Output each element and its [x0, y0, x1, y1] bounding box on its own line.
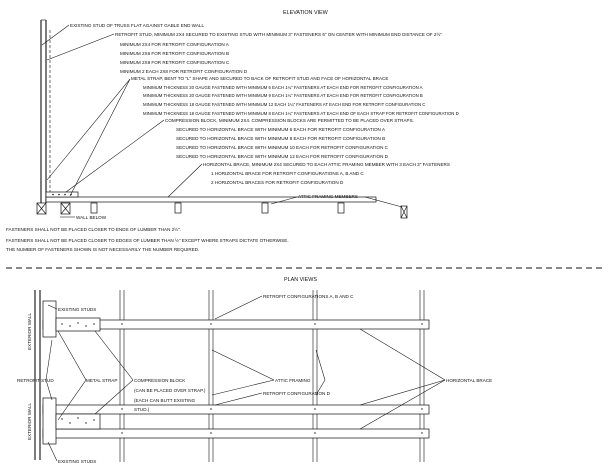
- elevation-title: ELEVATION VIEW: [283, 10, 329, 16]
- plan-compression-note-1: (CAN BE PLACED OVER STRAP.): [134, 388, 206, 393]
- plan-config-d: RETROFIT CONFIGURATION D: [263, 391, 331, 396]
- callout-brace-abc: 1 HORIZONTAL BRACE FOR RETROFIT CONFIGUR…: [211, 171, 364, 176]
- plan-brace-d-2: [42, 428, 430, 439]
- callout-strap-b: MINIMUM THICKNESS 20 GAUGE FASTENED WITH…: [143, 93, 423, 98]
- callout-stud-d: MINIMUM 2 EACH 2X8 FOR RETROFIT CONFIGUR…: [120, 69, 248, 74]
- plan-compression-note-2: (EACH CAN BUTT EXISTING: [134, 398, 196, 403]
- attic-member-3: [261, 202, 269, 214]
- callout-block-a: SECURED TO HORIZONTAL BRACE WITH MINIMUM…: [176, 127, 386, 132]
- plan-retrofit-stud: RETROFIT STUD: [17, 378, 54, 383]
- callout-block-d: SECURED TO HORIZONTAL BRACE WITH MINIMUM…: [176, 154, 389, 159]
- plan-compression-block: COMPRESSION BLOCK: [134, 378, 186, 383]
- callout-strap-d: MINIMUM THICKNESS 18 GAUGE FASTENED WITH…: [143, 111, 459, 116]
- plan-brace-d-1: [42, 404, 430, 415]
- plan-existing-stud-top: [42, 300, 57, 338]
- elevation-view: ELEVATION VIEW EXISTING: [6, 10, 459, 252]
- attic-member-4: [337, 202, 345, 214]
- wall-below-left-x2: [36, 202, 47, 215]
- callout-strap-c: MINIMUM THICKNESS 18 GAUGE FASTENED WITH…: [143, 102, 425, 107]
- exterior-wall-label-top: EXTERIOR WALL: [27, 312, 32, 350]
- plan-existing-studs-top: EXISTING STUDS: [58, 307, 96, 312]
- plan-title: PLAN VIEWS: [284, 277, 317, 283]
- callout-horizontal-brace: HORIZONTAL BRACE, MINIMUM 2X4 SECURED TO…: [203, 162, 450, 167]
- plan-metal-strap: METAL STRAP: [86, 378, 117, 383]
- plan-horizontal-brace-label: HORIZONTAL BRACE: [446, 378, 492, 383]
- exterior-wall-label-bottom: EXTERIOR WALL: [27, 402, 32, 440]
- note-2: FASTENERS SHALL NOT BE PLACED CLOSER TO …: [6, 237, 289, 243]
- plan-compression-block-bottom: [55, 413, 101, 430]
- plan-leaders: [45, 295, 446, 462]
- callout-block-b: SECURED TO HORIZONTAL BRACE WITH MINIMUM…: [176, 136, 385, 141]
- plan-attic-framing-label: ATTIC FRAMING: [275, 378, 311, 383]
- callout-metal-strap: METAL STRAP, BENT TO "L" SHAPE AND SECUR…: [131, 76, 388, 81]
- plan-existing-studs-bottom: EXISTING STUDS: [58, 459, 96, 464]
- attic-member-5-x2: [400, 205, 408, 219]
- callout-stud-a: MINIMUM 2X4 FOR RETROFIT CONFIGURATION A: [120, 42, 230, 47]
- callout-brace-d: 2 HORIZONTAL BRACES FOR RETROFIT CONFIGU…: [211, 180, 344, 185]
- callout-block-c: SECURED TO HORIZONTAL BRACE WITH MINIMUM…: [176, 145, 389, 150]
- callout-attic-framing: ATTIC FRAMING MEMBERS: [298, 194, 358, 199]
- plan-brace-abc: [42, 319, 430, 330]
- note-3: THE NUMBER OF FASTENERS SHOWN IS NOT NEC…: [6, 247, 199, 252]
- horizontal-brace: [45, 196, 377, 203]
- attic-member-2: [174, 202, 182, 214]
- plan-compression-block-top: [55, 317, 101, 332]
- callout-stud-c: MINIMUM 2X8 FOR RETROFIT CONFIGURATION C: [120, 60, 230, 65]
- callout-wall-below: WALL BELOW: [76, 215, 107, 220]
- plan-top-fasteners: [61, 322, 423, 327]
- plan-bottom-fasteners: [61, 408, 423, 434]
- callout-strap-a: MINIMUM THICKNESS 20 GAUGE FASTENED WITH…: [143, 85, 423, 90]
- note-1: FASTENERS SHALL NOT BE PLACED CLOSER TO …: [6, 226, 181, 232]
- wall-below-right-x2: [60, 202, 71, 215]
- plan-existing-stud-bottom: [42, 397, 57, 445]
- callout-retrofit-stud: RETROFIT STUD, MINIMUM 2X4 SECURED TO EX…: [115, 31, 442, 37]
- plan-compression-note-3: STUD.): [134, 407, 150, 412]
- callout-stud-b: MINIMUM 2X6 FOR RETROFIT CONFIGURATION B: [120, 51, 229, 56]
- plan-config-abc: RETROFIT CONFIGURATIONS A, B AND C: [263, 294, 354, 299]
- callout-existing-stud: EXISTING STUD OF TRUSS FLAT AGAINST GABL…: [70, 23, 204, 28]
- plan-views: PLAN VIEWS RETROFIT CONFIGURATIONS A, B …: [17, 277, 492, 464]
- elevation-leaders: [41, 24, 403, 218]
- attic-member-1: [90, 202, 98, 214]
- compression-block: [45, 191, 79, 198]
- callout-compression-block: COMPRESSION BLOCK, MINIMUM 2X4. COMPRESS…: [165, 118, 414, 123]
